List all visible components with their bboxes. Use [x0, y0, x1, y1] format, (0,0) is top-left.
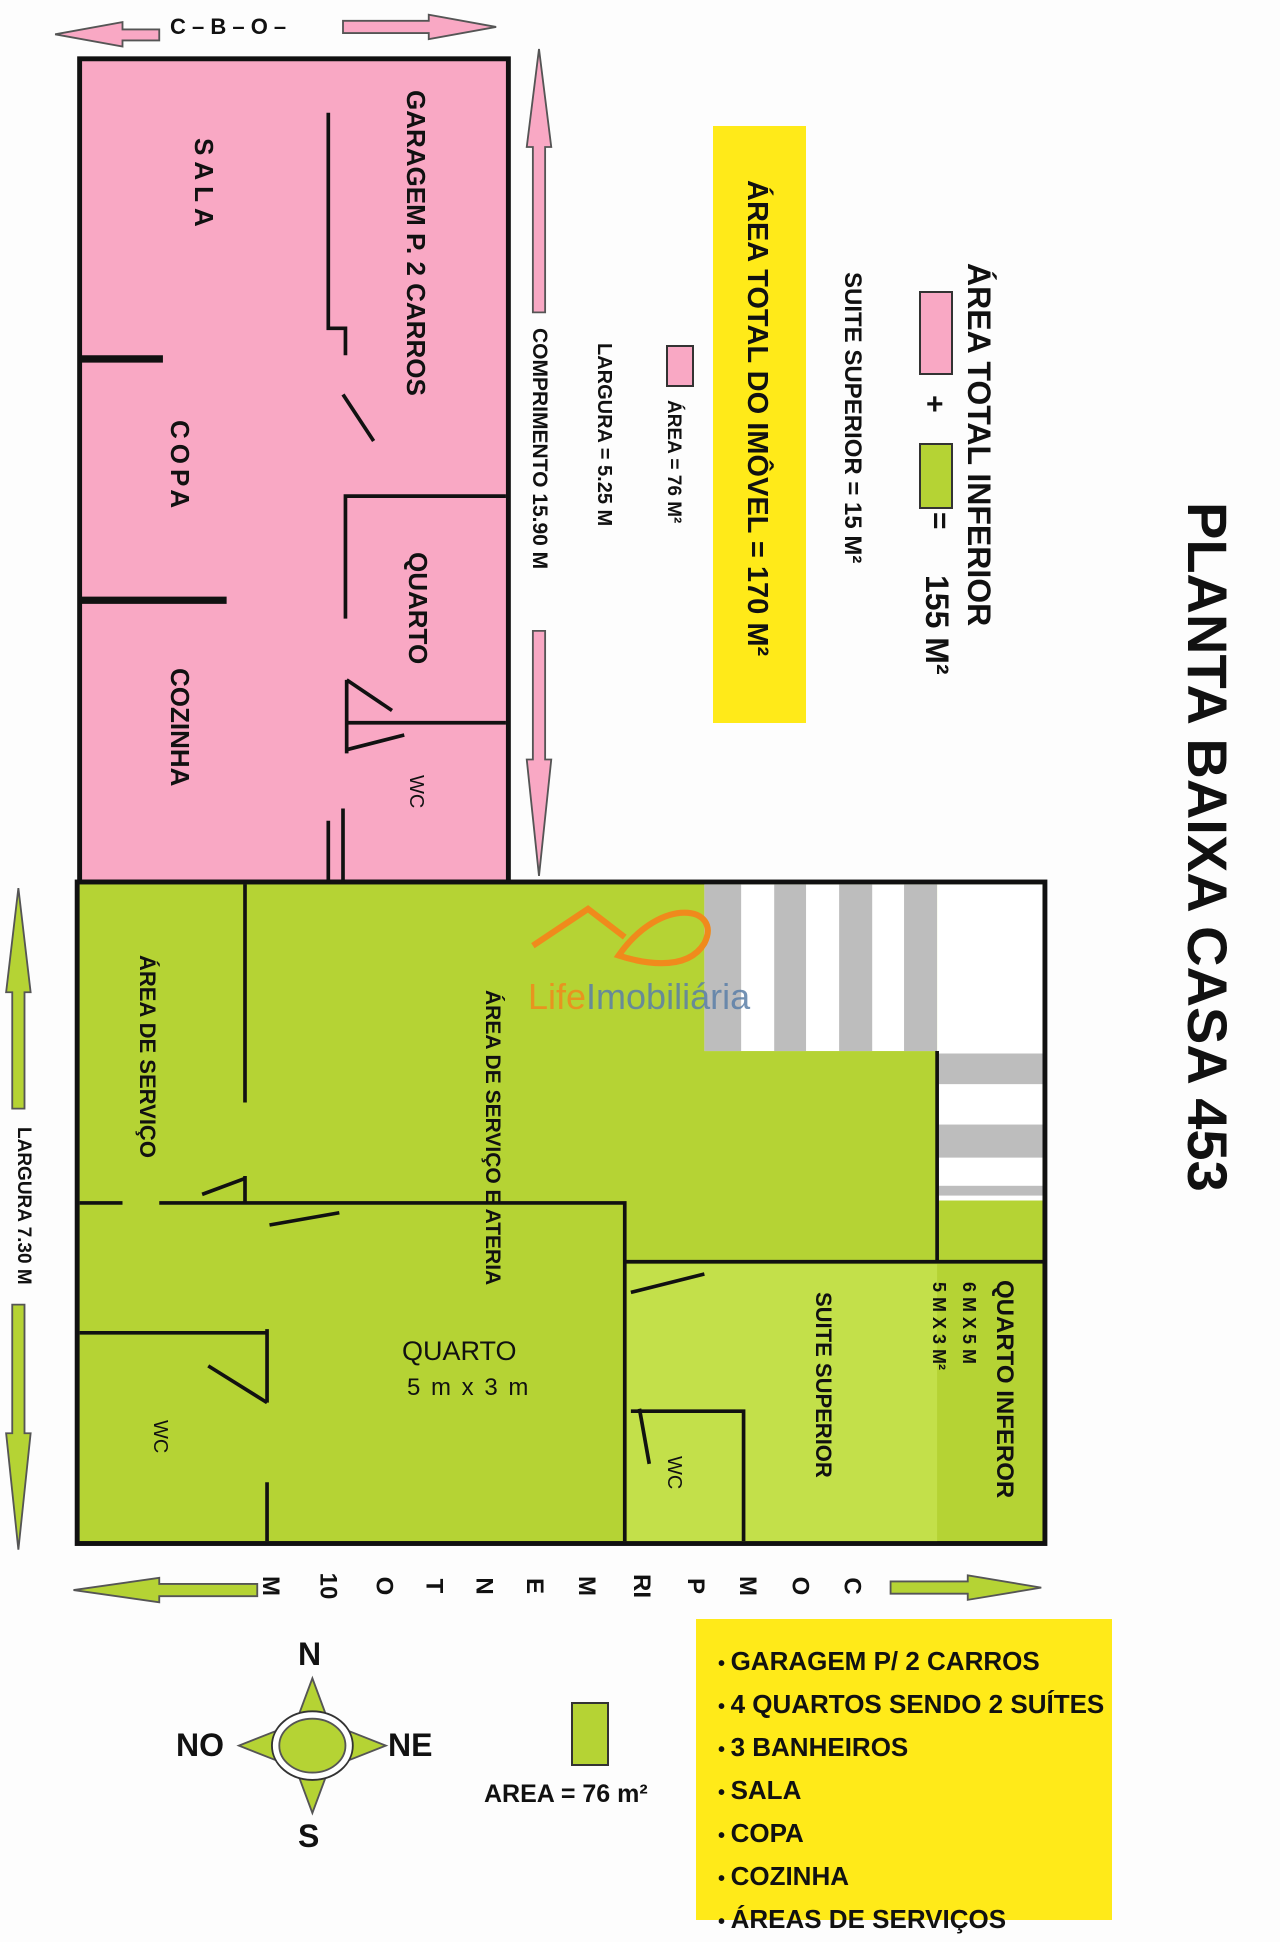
quarto-inferior-size1: 6 M X 5 M [959, 1282, 979, 1365]
comprimento-char: M [257, 1576, 284, 1596]
legend-area-label: AREA = 76 m² [484, 1780, 648, 1808]
largura-label: LARGURA = 5.25 M [593, 343, 615, 527]
total-area-label: ÁREA TOTAL DO IMÔVEL = 170 M² [741, 180, 773, 657]
comprimento-char: T [420, 1578, 448, 1594]
top-dimension-label: C – B – O – [170, 14, 287, 39]
feature-item: 4 QUARTOS SENDO 2 SUÍTES [718, 1684, 1112, 1727]
comprimento-char: M [733, 1576, 761, 1596]
feature-item: COZINHA [718, 1856, 1112, 1899]
room-garagem: GARAGEM P. 2 CARROS [401, 90, 431, 396]
page-title: PLANTA BAIXA CASA 453 [1176, 502, 1239, 1192]
watermark-part2: Imobiliária [586, 976, 751, 1017]
green-swatch [919, 443, 953, 509]
comprimento-char: N [470, 1577, 498, 1595]
compass-s: S [298, 1818, 320, 1854]
compass-no: NO [176, 1727, 224, 1763]
room-quarto-inferior: QUARTO INFEROR [991, 1280, 1018, 1499]
pink-swatch [666, 345, 694, 387]
feature-item: 3 BANHEIROS [718, 1727, 1112, 1770]
room-suite-superior: SUITE SUPERIOR [811, 1292, 836, 1478]
stairs [704, 884, 1043, 1201]
room-sala: SALA [189, 138, 219, 233]
watermark-logo-icon [531, 905, 711, 967]
area-total-inferior-value: 155 M² [919, 575, 955, 675]
room-quarto-upper: QUARTO [403, 552, 433, 665]
lower-largura-label: LARGURA 7.30 M [13, 1127, 34, 1285]
area-total-inferior-label: ÁREA TOTAL INFERIOR [961, 263, 997, 627]
pink-swatch [919, 291, 953, 375]
compass-ne: NE [388, 1727, 433, 1763]
comprimento-char: RI [628, 1574, 656, 1598]
dimension-arrows [5, 13, 1042, 1604]
room-area-servico: ÁREA DE SERVIÇO [135, 955, 160, 1158]
green-swatch [571, 1702, 609, 1766]
room-copa: COPA [165, 420, 195, 514]
upper-floor-area [77, 56, 511, 885]
comprimento-char: C [838, 1577, 866, 1595]
room-quarto-lower: QUARTO [402, 1336, 517, 1366]
upper-area-label: ÁREA = 76 M² [663, 400, 684, 524]
room-cozinha: COZINHA [165, 668, 195, 787]
comprimento-char: E [520, 1577, 548, 1595]
features-list: GARAGEM P/ 2 CARROS 4 QUARTOS SENDO 2 SU… [696, 1619, 1112, 1934]
room-area-servico-2: ÁREA DE SERVIÇO E ATERIA [480, 990, 504, 1285]
room-wc-left: WC [149, 1420, 171, 1454]
lower-comprimento-label: C O M P RI M E N T O 10 M [257, 1572, 865, 1600]
plus-sign: + [926, 388, 944, 421]
quarto-size: 5 m x 3 m [407, 1374, 531, 1401]
room-wc-upper: WC [405, 775, 427, 809]
comprimento-char: O [370, 1576, 398, 1596]
comprimento-char: O [786, 1576, 814, 1596]
feature-item: ÁREAS DE SERVIÇOS [718, 1899, 1112, 1942]
total-area-box [713, 126, 806, 723]
feature-item: SALA [718, 1770, 1112, 1813]
feature-item: COPA [718, 1813, 1112, 1856]
suite-superior-area: SUITE SUPERIOR = 15 M² [839, 272, 866, 564]
watermark: LifeImobiliária [528, 976, 750, 1018]
quarto-inferior-size2: 5 M X 3 M² [929, 1282, 949, 1371]
room-wc-right: WC [663, 1456, 685, 1490]
comprimento-char: M [572, 1576, 600, 1596]
compass-rose [236, 1675, 389, 1816]
compass-n: N [298, 1636, 322, 1672]
comprimento-char: P [681, 1577, 709, 1595]
comprimento-label: COMPRIMENTO 15.90 M [528, 328, 551, 570]
equals-sign: = [923, 512, 956, 530]
feature-item: GARAGEM P/ 2 CARROS [718, 1641, 1112, 1684]
comprimento-char: 10 [314, 1572, 342, 1600]
watermark-part1: Life [528, 976, 587, 1017]
